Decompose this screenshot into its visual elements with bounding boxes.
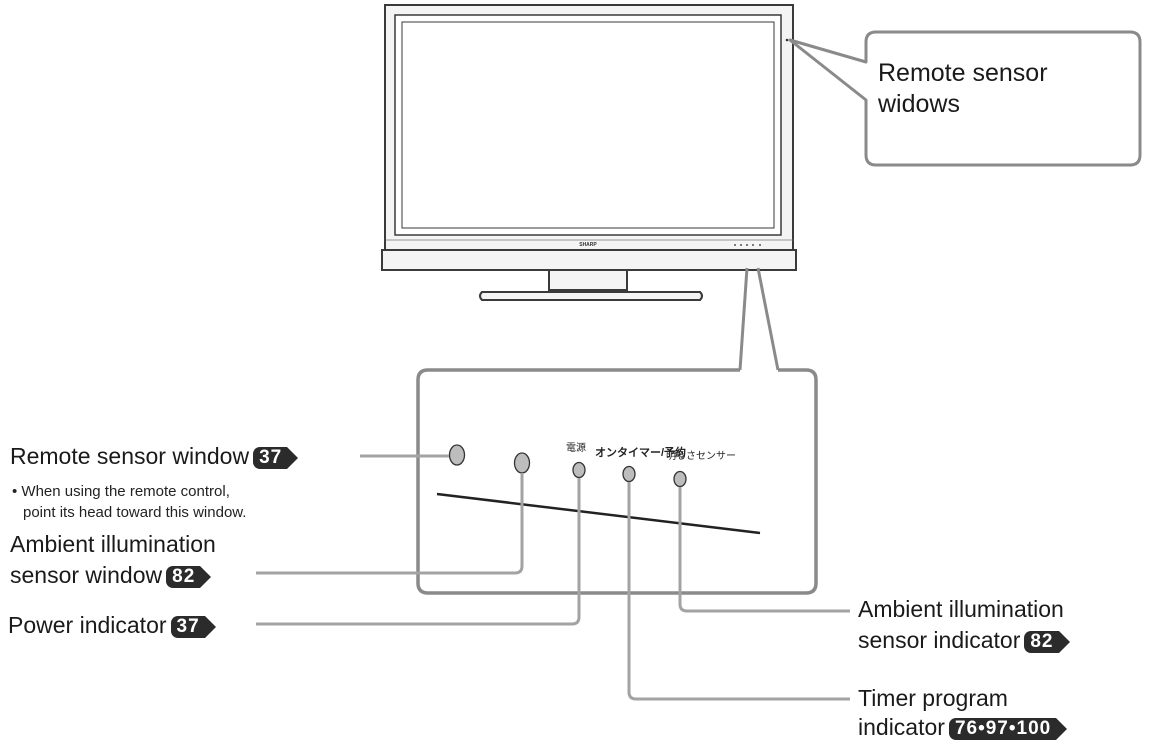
leader-ambient-window bbox=[256, 473, 524, 575]
tv-speaker-bar bbox=[381, 249, 797, 271]
speech-bubble bbox=[788, 30, 1142, 167]
zoom-connector bbox=[738, 267, 780, 371]
page-ref-badge: 82 bbox=[166, 565, 212, 588]
callout-timer-program-indicator-line1: Timer program bbox=[858, 685, 1008, 711]
page-ref-badge: 37 bbox=[170, 615, 216, 638]
ambient-sensor-window-lens bbox=[513, 452, 531, 474]
callout-remote-sensor-widows-line2: widows bbox=[878, 90, 960, 118]
tv-stand-neck bbox=[548, 269, 628, 291]
page-ref-badge: 82 bbox=[1024, 630, 1070, 653]
timer-indicator-led bbox=[622, 465, 636, 483]
callout-remote-sensor-widows: Remote sensor widows bbox=[878, 58, 1048, 120]
callout-remote-sensor-window-label: Remote sensor window bbox=[10, 443, 250, 469]
panel-edge-line bbox=[436, 492, 761, 535]
callout-timer-program-indicator-line2: indicator bbox=[858, 714, 945, 740]
leader-power bbox=[256, 478, 581, 626]
remote-sensor-note-line1: • When using the remote control, bbox=[12, 483, 230, 500]
tv-brand-logo: SHARP bbox=[579, 242, 597, 248]
callout-power-indicator-label: Power indicator bbox=[8, 612, 167, 638]
zoom-panel bbox=[416, 368, 818, 595]
leader-lines bbox=[256, 454, 850, 701]
callout-remote-sensor-widows-line1: Remote sensor bbox=[878, 59, 1048, 87]
panel-label-power: 電源 bbox=[566, 443, 586, 454]
callout-ambient-sensor-indicator-line2: sensor indicator bbox=[858, 627, 1021, 653]
remote-sensor-note-line2: point its head toward this window. bbox=[23, 504, 247, 521]
tv-indicator-dots bbox=[734, 244, 761, 246]
callout-ambient-sensor-window-line1: Ambient illumination bbox=[10, 531, 216, 557]
tv-remote-sensor-dot bbox=[785, 38, 789, 42]
leader-timer bbox=[627, 482, 850, 701]
ambient-sensor-indicator-led bbox=[673, 470, 687, 488]
page-ref-badge: 37 bbox=[253, 446, 299, 469]
panel-label-ambient: 明るさセンサー bbox=[666, 451, 736, 462]
power-indicator-led bbox=[572, 461, 586, 479]
remote-sensor-window-lens bbox=[448, 444, 466, 466]
tv-stand-base bbox=[479, 291, 703, 301]
page-ref-badge: 76•97•100 bbox=[948, 717, 1068, 740]
leader-ambient-indicator bbox=[678, 487, 850, 613]
callout-ambient-sensor-window-line2: sensor window bbox=[10, 562, 163, 588]
panel-label-timer: オンタイマー/予約 bbox=[595, 447, 687, 459]
callout-ambient-sensor-indicator-line1: Ambient illumination bbox=[858, 596, 1064, 622]
tv-screen bbox=[401, 21, 775, 229]
